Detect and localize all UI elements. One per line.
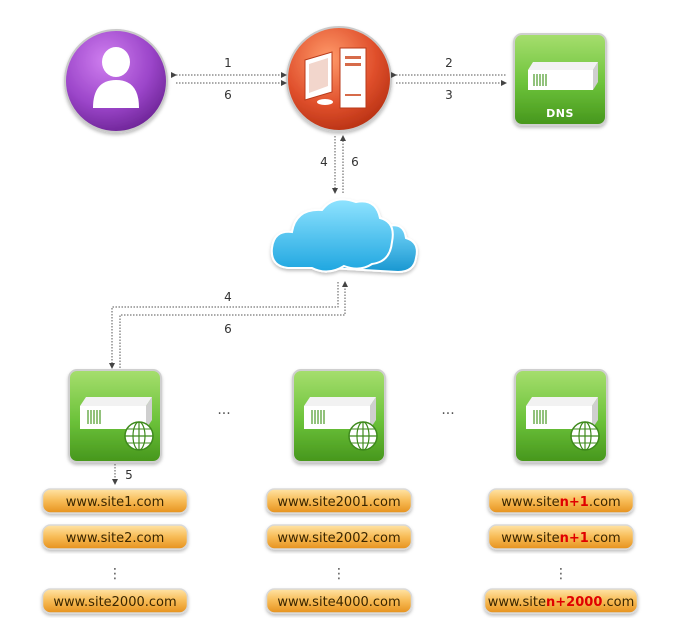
arrow-label-6-top: 6 bbox=[224, 88, 232, 102]
internet-cloud-icon bbox=[270, 198, 418, 274]
site-url-highlight: n+1 bbox=[560, 531, 589, 546]
cloud-server-arrows bbox=[109, 281, 348, 369]
site-list-item[interactable]: www.site2002.com bbox=[265, 524, 413, 550]
site-list-continuation: ⋮ bbox=[554, 566, 568, 582]
site-url-label: www.siten+1.com bbox=[501, 531, 620, 546]
user-pc-arrows bbox=[171, 72, 287, 86]
site-list-item[interactable]: www.site2.com bbox=[41, 524, 189, 550]
site-url-label: www.site2000.com bbox=[53, 595, 176, 610]
web-server-icon bbox=[514, 369, 608, 463]
web-server-icon bbox=[68, 369, 162, 463]
site-url-label: www.siten+2000.com bbox=[488, 595, 635, 610]
computer-icon bbox=[286, 26, 392, 132]
site-url-label: www.site2002.com bbox=[277, 531, 400, 546]
site-url-label: www.site1.com bbox=[66, 495, 164, 510]
globe-icon bbox=[124, 421, 154, 451]
pc-dns-arrows bbox=[391, 72, 507, 86]
pc-cloud-arrows bbox=[332, 135, 346, 194]
site-url-text: www.site bbox=[501, 495, 559, 510]
site-list-item[interactable]: www.site1.com bbox=[41, 488, 189, 514]
site-url-text: www.site2001.com bbox=[277, 495, 400, 510]
site-url-label: www.site2.com bbox=[66, 531, 164, 546]
arrow-label-4-bottom: 4 bbox=[224, 290, 232, 304]
web-server-icon bbox=[292, 369, 386, 463]
site-url-text: www.site2.com bbox=[66, 531, 164, 546]
site-url-highlight: n+1 bbox=[560, 495, 589, 510]
site-list-item[interactable]: www.siten+1.com bbox=[487, 524, 635, 550]
arrow-label-6-bottom: 6 bbox=[224, 322, 232, 336]
server-ellipsis-2: ... bbox=[441, 402, 454, 418]
arrow-label-6-mid: 6 bbox=[351, 155, 359, 169]
arrow-label-5: 5 bbox=[125, 468, 133, 482]
arrow-label-1: 1 bbox=[224, 56, 232, 70]
site-url-text: www.site4000.com bbox=[277, 595, 400, 610]
site-url-suffix: .com bbox=[602, 595, 634, 610]
site-url-text: www.site bbox=[488, 595, 546, 610]
user-icon bbox=[64, 29, 168, 133]
site-url-text: www.site2002.com bbox=[277, 531, 400, 546]
site-list-item[interactable]: www.site2001.com bbox=[265, 488, 413, 514]
site-list-item[interactable]: www.siten+2000.com bbox=[483, 588, 639, 614]
site-list-item[interactable]: www.siten+1.com bbox=[487, 488, 635, 514]
arrow-label-4-top: 4 bbox=[320, 155, 328, 169]
server-ellipsis-1: ... bbox=[217, 402, 230, 418]
arrow-label-2: 2 bbox=[445, 56, 453, 70]
site-list-continuation: ⋮ bbox=[332, 566, 346, 582]
site-url-text: www.site1.com bbox=[66, 495, 164, 510]
site-url-suffix: .com bbox=[589, 531, 621, 546]
globe-icon bbox=[570, 421, 600, 451]
globe-icon bbox=[348, 421, 378, 451]
site-url-text: www.site bbox=[501, 531, 559, 546]
site-url-label: www.site4000.com bbox=[277, 595, 400, 610]
site-list-item[interactable]: www.site2000.com bbox=[41, 588, 189, 614]
site-url-label: www.siten+1.com bbox=[501, 495, 620, 510]
arrow-label-3: 3 bbox=[445, 88, 453, 102]
dns-label: DNS bbox=[546, 107, 574, 120]
site-url-suffix: .com bbox=[589, 495, 621, 510]
site-url-highlight: n+2000 bbox=[546, 595, 602, 610]
dns-server-icon: DNS bbox=[513, 33, 607, 126]
site-url-label: www.site2001.com bbox=[277, 495, 400, 510]
site-url-text: www.site2000.com bbox=[53, 595, 176, 610]
site-list-continuation: ⋮ bbox=[108, 566, 122, 582]
site-list-item[interactable]: www.site4000.com bbox=[265, 588, 413, 614]
